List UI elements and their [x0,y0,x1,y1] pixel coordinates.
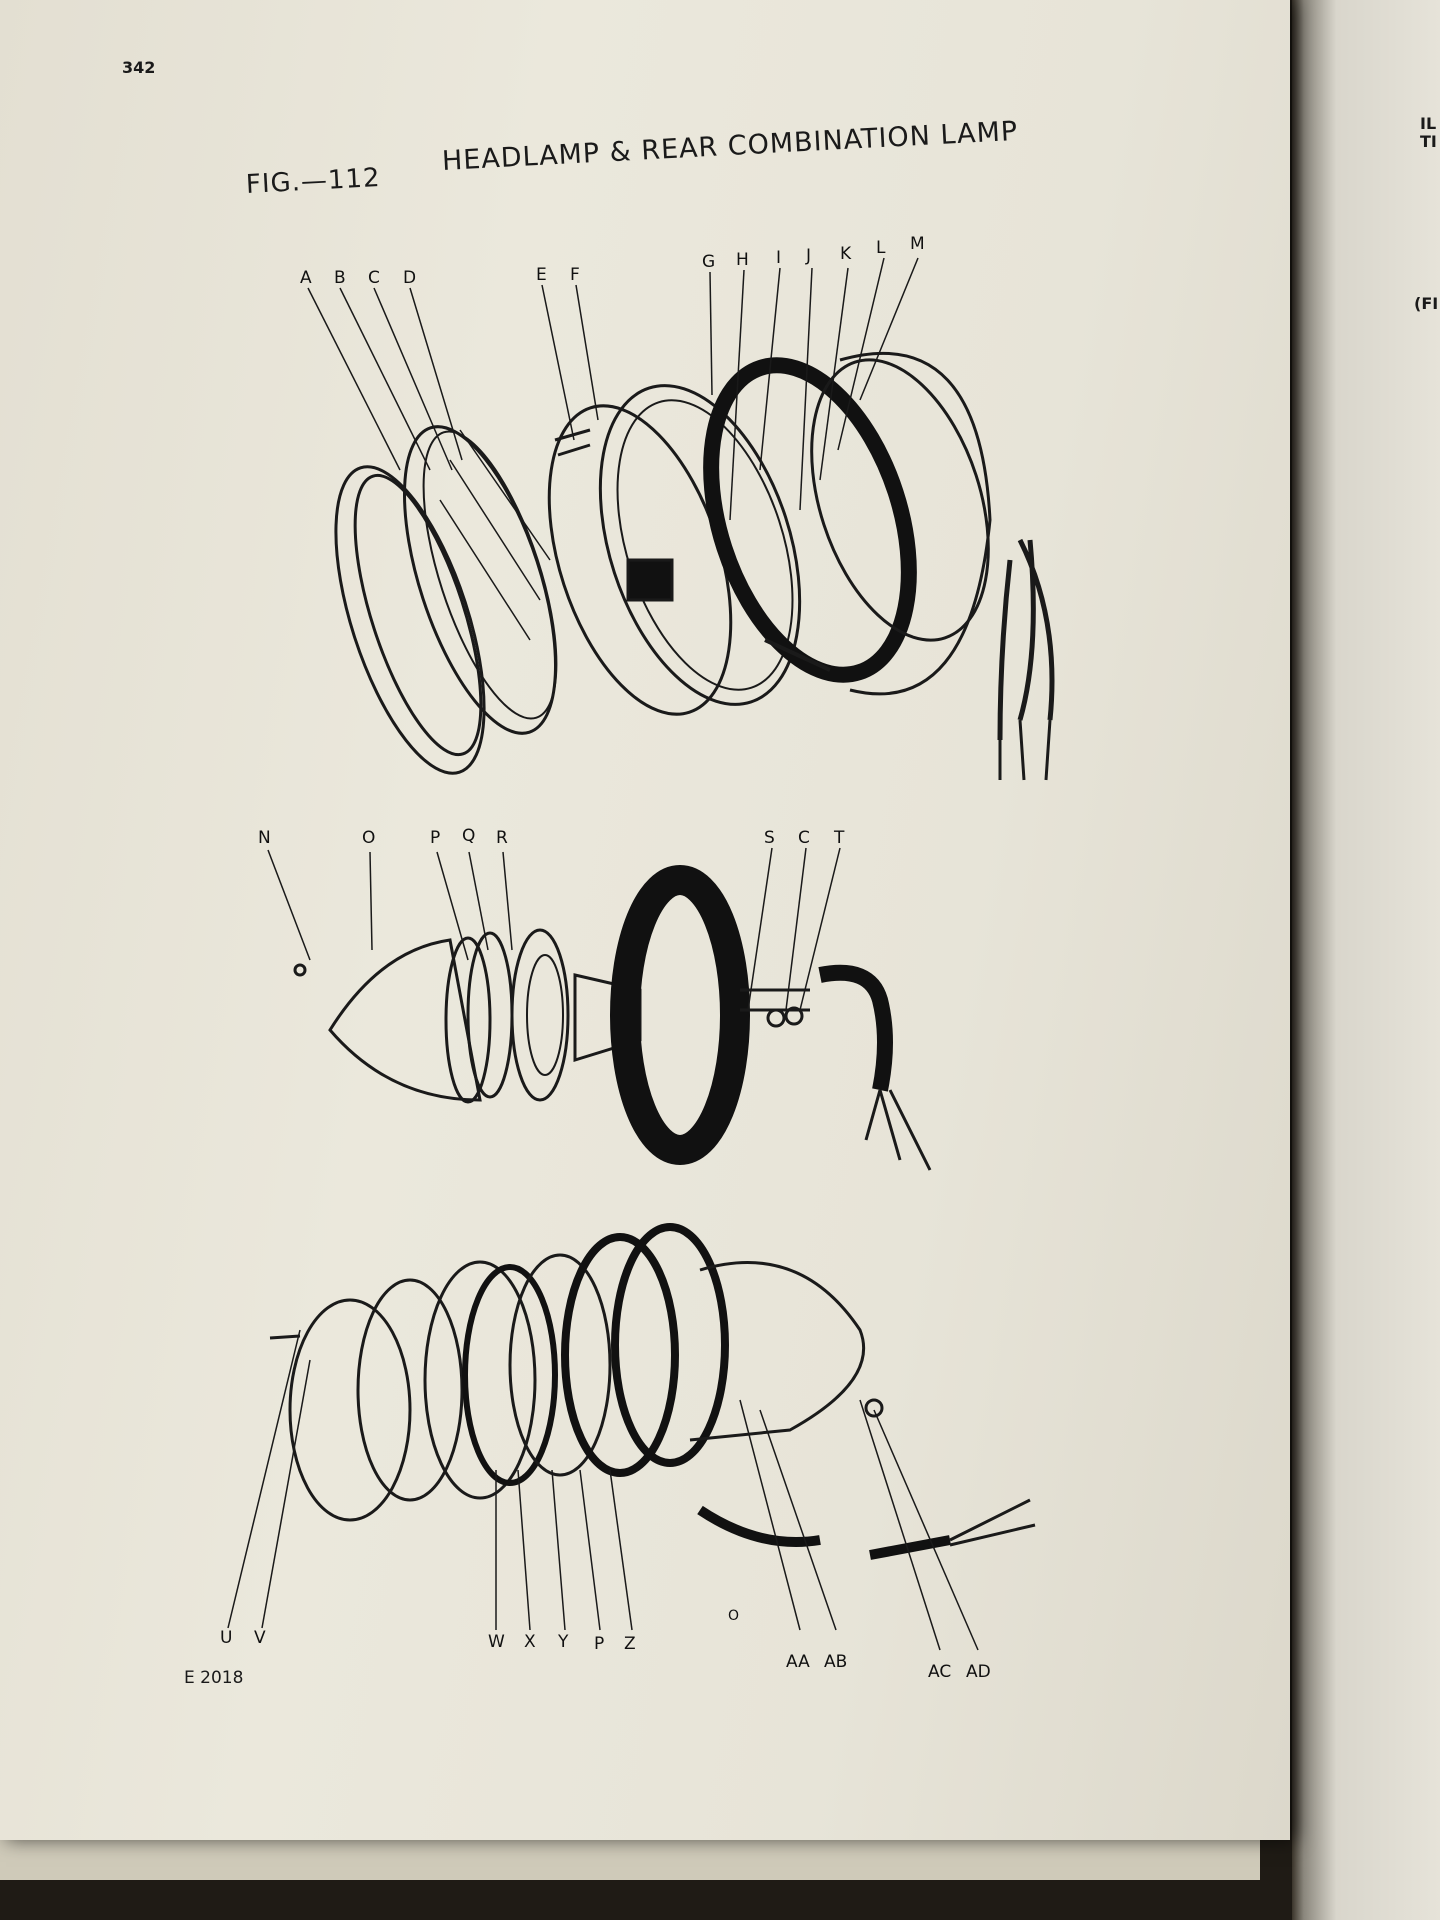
exploded-diagram [227,257,1055,1651]
callout-R: R [496,828,508,848]
callout-AC: AC [928,1662,952,1682]
callout-E: E [536,265,547,285]
callout-P: P [430,828,441,848]
callout-O: O [362,828,376,848]
callout-Y: Y [558,1632,569,1652]
callout-D: D [403,268,417,288]
page-edge [0,1840,1260,1880]
callout-F: F [570,265,580,285]
callout-W: W [488,1632,505,1652]
facing-page [1292,0,1440,1920]
print-code: E 2018 [184,1668,244,1688]
facing-page-fragment-1: IL TI [1420,114,1437,151]
callout-S: S [764,828,775,848]
callout-O2: O [728,1608,740,1624]
callout-L: L [876,238,886,258]
inspection-lamp-assembly [293,865,932,1171]
callout-T: T [834,828,845,848]
callout-P2: P [594,1634,605,1654]
callout-C2: C [798,828,810,848]
callout-H: H [736,250,749,270]
callout-Z: Z [624,1634,636,1654]
callout-K: K [840,244,852,264]
facing-page-fragment-2: (FI [1414,294,1439,313]
callout-AD: AD [966,1662,991,1682]
callout-V: V [254,1628,266,1648]
callout-M: M [910,234,925,254]
callout-N: N [258,828,271,848]
callout-AB: AB [824,1652,848,1672]
callout-A: A [300,268,312,288]
callout-AA: AA [786,1652,810,1672]
callout-G: G [702,252,716,272]
page-number: 342 [122,58,156,77]
callout-C: C [368,268,380,288]
rear-lamp-assembly [269,1223,1036,1560]
callout-X: X [524,1632,536,1652]
callout-U: U [220,1628,233,1648]
callout-Q: Q [462,826,476,846]
callout-B: B [334,268,346,288]
headlamp-assembly [334,351,1055,781]
leader-lines [227,257,979,1651]
callout-J: J [806,246,812,266]
callout-I: I [776,248,782,268]
